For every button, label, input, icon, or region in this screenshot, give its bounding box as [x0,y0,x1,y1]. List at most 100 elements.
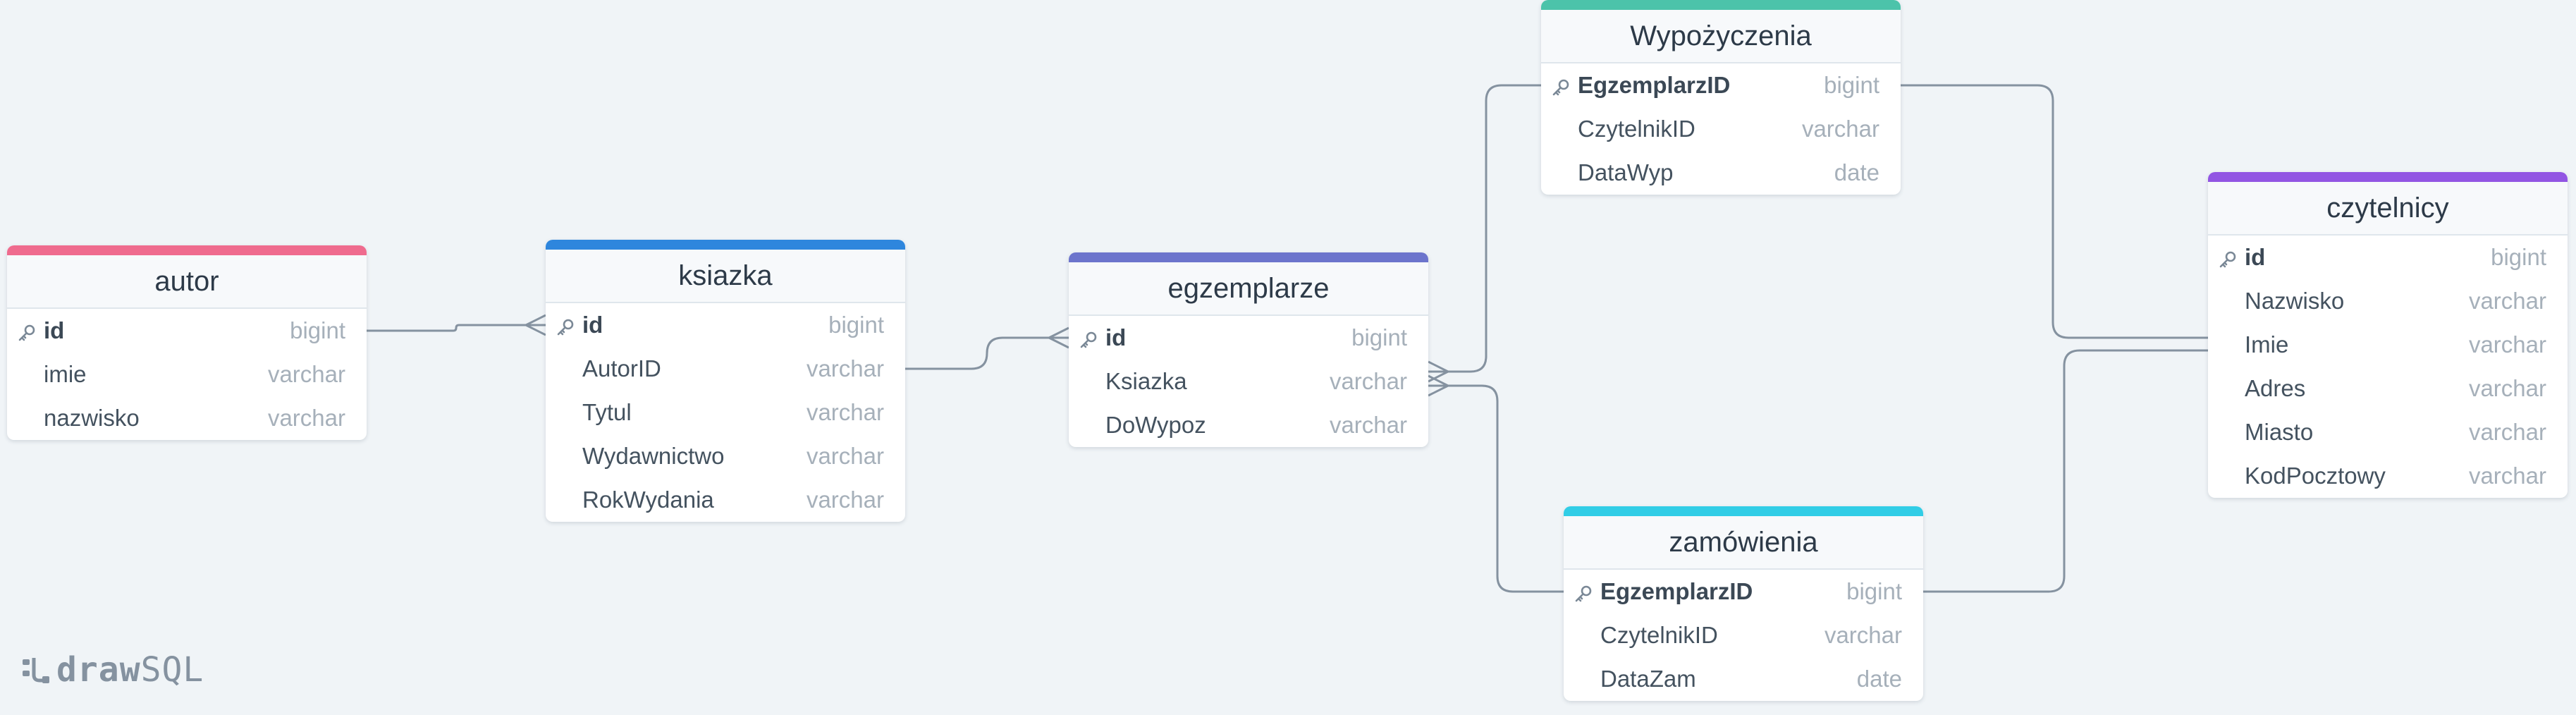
crows-foot-icon [1048,326,1069,349]
relation-line [1428,84,1541,373]
column-row[interactable]: nazwisko varchar [7,396,367,440]
column-type: bigint [1846,578,1902,604]
relation-line [1901,84,2208,339]
table-title[interactable]: ksiazka [546,240,905,303]
column-type: varchar [1801,116,1879,142]
table-title[interactable]: autor [7,245,367,309]
drawsql-logo[interactable]: drawSQL [21,650,204,690]
column-type: varchar [2468,288,2546,314]
column-name: Imie [2245,331,2289,358]
column-type: varchar [1824,622,1902,648]
column-name: EgzemplarzID [1600,578,1753,604]
column-type: date [1856,666,1902,692]
column-name: DataWyp [1578,159,1674,185]
column-type: varchar [806,355,884,381]
column-row[interactable]: KodPocztowy varchar [2208,454,2568,498]
column-type: varchar [267,361,345,387]
relation-line [1923,349,2208,593]
column-type: bigint [828,312,884,338]
column-row[interactable]: Adres varchar [2208,367,2568,410]
primary-key-icon [556,316,575,336]
column-type: varchar [2468,375,2546,401]
column-row[interactable]: Miasto varchar [2208,410,2568,454]
column-name: nazwisko [44,405,140,431]
crows-foot-icon [1428,374,1449,397]
column-row[interactable]: DataWyp date [1541,151,1901,195]
column-row[interactable]: Tytul varchar [546,391,905,434]
column-row[interactable]: imie varchar [7,353,367,396]
column-name: Tytul [582,399,632,425]
column-row[interactable]: RokWydania varchar [546,478,905,522]
column-name: DoWypoz [1105,412,1206,438]
column-name: Wydawnictwo [582,443,725,469]
relation-line [905,336,1069,370]
column-name: id [44,317,65,343]
column-row[interactable]: id bigint [2208,236,2568,279]
table-title[interactable]: zamówienia [1564,506,1923,570]
column-row[interactable]: Ksiazka varchar [1069,360,1428,403]
column-row[interactable]: EgzemplarzID bigint [1541,63,1901,107]
column-row[interactable]: id bigint [1069,316,1428,360]
primary-key-icon [1551,76,1571,96]
column-row[interactable]: DataZam date [1564,657,1923,701]
column-type: varchar [1329,412,1407,438]
column-type: bigint [1824,72,1879,98]
column-name: DataZam [1600,666,1696,692]
column-name: Nazwisko [2245,288,2345,314]
primary-key-icon [17,322,37,341]
column-type: varchar [267,405,345,431]
column-name: EgzemplarzID [1578,72,1731,98]
table-title[interactable]: egzemplarze [1069,252,1428,316]
column-type: varchar [1329,368,1407,394]
column-type: varchar [806,487,884,513]
table-title[interactable]: czytelnicy [2208,172,2568,236]
column-row[interactable]: id bigint [546,303,905,347]
relation-line [367,324,546,332]
column-name: CzytelnikID [1600,622,1718,648]
column-row[interactable]: Imie varchar [2208,323,2568,367]
crows-foot-icon [525,314,546,336]
column-row[interactable]: CzytelnikID varchar [1541,107,1901,151]
column-type: bigint [1351,324,1407,350]
column-name: RokWydania [582,487,714,513]
table-title[interactable]: Wypożyczenia [1541,0,1901,63]
column-type: varchar [806,399,884,425]
primary-key-icon [1574,582,1593,602]
column-type: varchar [2468,463,2546,489]
column-name: id [1105,324,1127,350]
column-name: imie [44,361,87,387]
column-row[interactable]: DoWypoz varchar [1069,403,1428,447]
column-name: id [2245,244,2266,270]
column-row[interactable]: id bigint [7,309,367,353]
column-name: AutorID [582,355,661,381]
crows-foot-icon [1428,360,1449,383]
primary-key-icon [1079,329,1098,348]
drawsql-logo-text: drawSQL [56,650,204,690]
column-row[interactable]: CzytelnikID varchar [1564,613,1923,657]
column-name: Ksiazka [1105,368,1187,394]
column-name: Miasto [2245,419,2314,445]
column-type: bigint [290,317,345,343]
column-type: varchar [2468,331,2546,358]
column-type: varchar [2468,419,2546,445]
column-type: date [1834,159,1879,185]
relation-line [1428,384,1564,593]
column-name: id [582,312,603,338]
primary-key-icon [2218,248,2238,268]
column-name: Adres [2245,375,2306,401]
drawsql-logo-icon [23,658,49,683]
column-type: bigint [2491,244,2546,270]
column-name: CzytelnikID [1578,116,1695,142]
column-row[interactable]: EgzemplarzID bigint [1564,570,1923,613]
table-autor[interactable]: autor id bigint imie varchar nazwisko varchar [7,245,367,440]
column-row[interactable]: AutorID varchar [546,347,905,391]
column-row[interactable]: Nazwisko varchar [2208,279,2568,323]
column-name: KodPocztowy [2245,463,2386,489]
